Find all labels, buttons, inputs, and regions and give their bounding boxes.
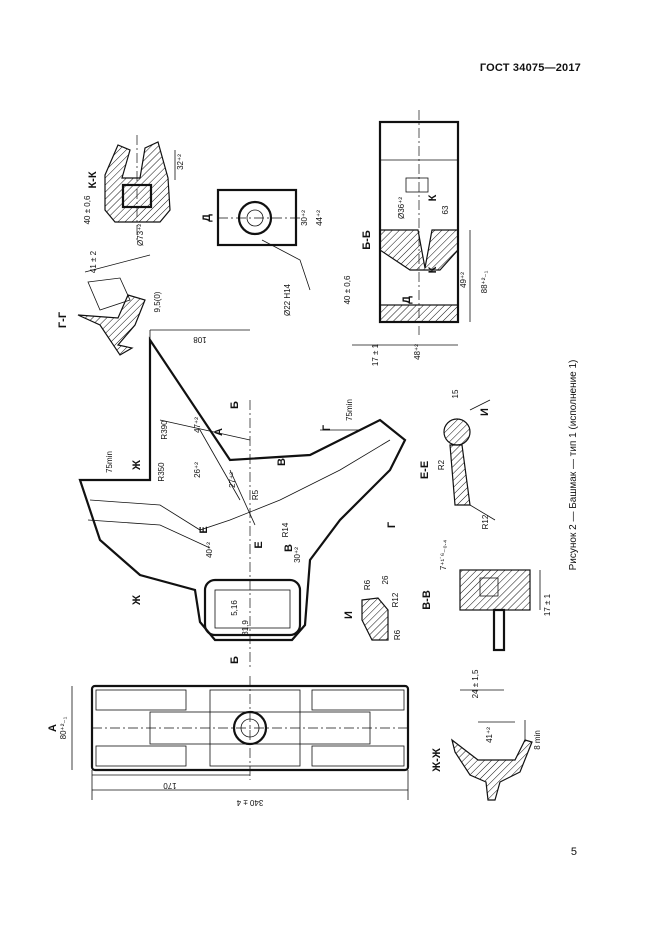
label-d: Д — [201, 214, 213, 222]
detail-i: И R6 26 R12 R6 — [343, 575, 402, 641]
label-ee: Е-Е — [419, 461, 431, 479]
dim-75min-b: 75min — [345, 399, 354, 421]
dim-36: Ø36⁺² — [397, 197, 406, 219]
dim-41a: 41 ± 2 — [89, 250, 98, 273]
label-kk: К-К — [87, 171, 99, 188]
dim-49: 49⁺² — [459, 272, 468, 288]
label-e: Е — [198, 526, 210, 533]
section-ee: Е-Е И 15 R12 R2 — [419, 389, 496, 529]
dim-15: 15 — [451, 389, 460, 398]
label-i: И — [343, 611, 355, 619]
label-v-top: В — [276, 458, 288, 466]
dim-5-16: 5,16 — [230, 600, 239, 616]
section-bb: Б-Б К К Д Ø36⁺² 63 49⁺² 88⁺²₋₁ 40 ± 0,6 … — [343, 110, 489, 366]
label-d-bb: Д — [401, 296, 413, 304]
dim-47: 47⁺² — [193, 417, 202, 433]
label-e-2: Е — [253, 541, 265, 548]
dim-9-5: 9,5(0) — [153, 291, 162, 312]
dim-26b: 26 — [381, 575, 390, 584]
shoe-main-view: 108 75min 75min R390 R350 47⁺² 26⁺² 27⁺²… — [78, 329, 407, 668]
page-number: 5 — [570, 846, 577, 858]
dim-22-h14: Ø22 H14 — [283, 283, 292, 316]
label-b-bottom: Б — [229, 656, 241, 664]
dim-r6-i: R6 — [393, 629, 402, 640]
dim-17: 17 ± 1 — [543, 593, 552, 616]
label-g-bottom: Г — [386, 521, 398, 528]
dim-88: 88⁺²₋₁ — [480, 270, 489, 293]
dim-r14: R14 — [281, 522, 290, 537]
dim-44: 44⁺² — [315, 210, 324, 226]
label-k-bottom: К — [427, 266, 439, 273]
dim-r12-i: R12 — [391, 592, 400, 607]
dim-r5: R5 — [251, 489, 260, 500]
dim-8min: 8 min — [533, 730, 542, 750]
dim-340: 340 ± 4 — [236, 798, 263, 807]
section-vv: В-В 7⁺¹˙⁶₋₀.₄ 17 ± 1 24 ± 1,5 — [421, 540, 552, 699]
label-b-top: Б — [229, 401, 241, 409]
dim-40: 40⁺² — [205, 542, 214, 558]
dim-41b: 41⁺² — [485, 727, 494, 743]
label-gg: Г-Г — [57, 311, 69, 328]
dim-81-9: 81,9 — [241, 620, 250, 636]
dim-40-06-a: 40 ± 0,6 — [83, 195, 92, 224]
dim-80: 80⁺²₋₁ — [59, 716, 68, 739]
label-bb: Б-Б — [361, 230, 373, 250]
dim-26: 26⁺² — [193, 462, 202, 478]
label-v-bottom: В — [283, 544, 295, 552]
label-zh-top: Ж — [131, 460, 143, 471]
label-a: А — [47, 724, 59, 732]
figure-caption: Рисунок 2 — Башмак — тип 1 (исполнение 1… — [568, 360, 579, 571]
dim-170: 170 — [163, 781, 177, 790]
label-zh-bottom: Ж — [131, 595, 143, 606]
dim-r390: R390 — [160, 420, 169, 440]
standard-header: ГОСТ 34075—2017 — [479, 62, 581, 74]
label-g-top: Г — [321, 424, 333, 431]
label-k-top: К — [427, 194, 439, 201]
dim-r6: R6 — [363, 579, 372, 590]
dim-30b: 30⁺² — [300, 210, 309, 226]
section-d-view: Д 30⁺² 44⁺² Ø22 H14 — [201, 188, 324, 316]
dim-27: 27⁺² — [228, 472, 237, 488]
dim-75min-a: 75min — [105, 451, 114, 473]
dim-32: 32⁺² — [176, 154, 185, 170]
dim-r350: R350 — [157, 462, 166, 482]
label-a-arrow: А — [213, 428, 225, 436]
label-zhzh: Ж-Ж — [431, 748, 443, 773]
label-i-ee: И — [479, 408, 491, 416]
label-vv: В-В — [421, 590, 433, 610]
section-gg: Г-Г 41 ± 2 9,5(0) — [57, 250, 162, 356]
dim-17b: 17 ± 1 — [371, 343, 380, 366]
dim-48: 48⁺² — [413, 344, 422, 360]
dim-7: 7⁺¹˙⁶₋₀.₄ — [439, 540, 448, 570]
dim-63: 63 — [441, 205, 450, 214]
dim-r12: R12 — [481, 514, 490, 529]
dim-108: 108 — [193, 335, 207, 344]
dim-40-06-b: 40 ± 0,6 — [343, 275, 352, 304]
dim-24: 24 ± 1,5 — [471, 669, 480, 698]
dim-73: Ø73⁺² — [136, 224, 145, 246]
section-zhzh: Ж-Ж 41⁺² 8 min — [431, 720, 542, 801]
section-kk: К-К 40 ± 0,6 32⁺² Ø73⁺² — [83, 135, 185, 246]
dim-30: 30⁺² — [293, 547, 302, 563]
shoe-plan-view: 340 ± 4 170 80⁺²₋₁ А — [47, 676, 410, 807]
dim-rr: R2 — [437, 459, 446, 470]
